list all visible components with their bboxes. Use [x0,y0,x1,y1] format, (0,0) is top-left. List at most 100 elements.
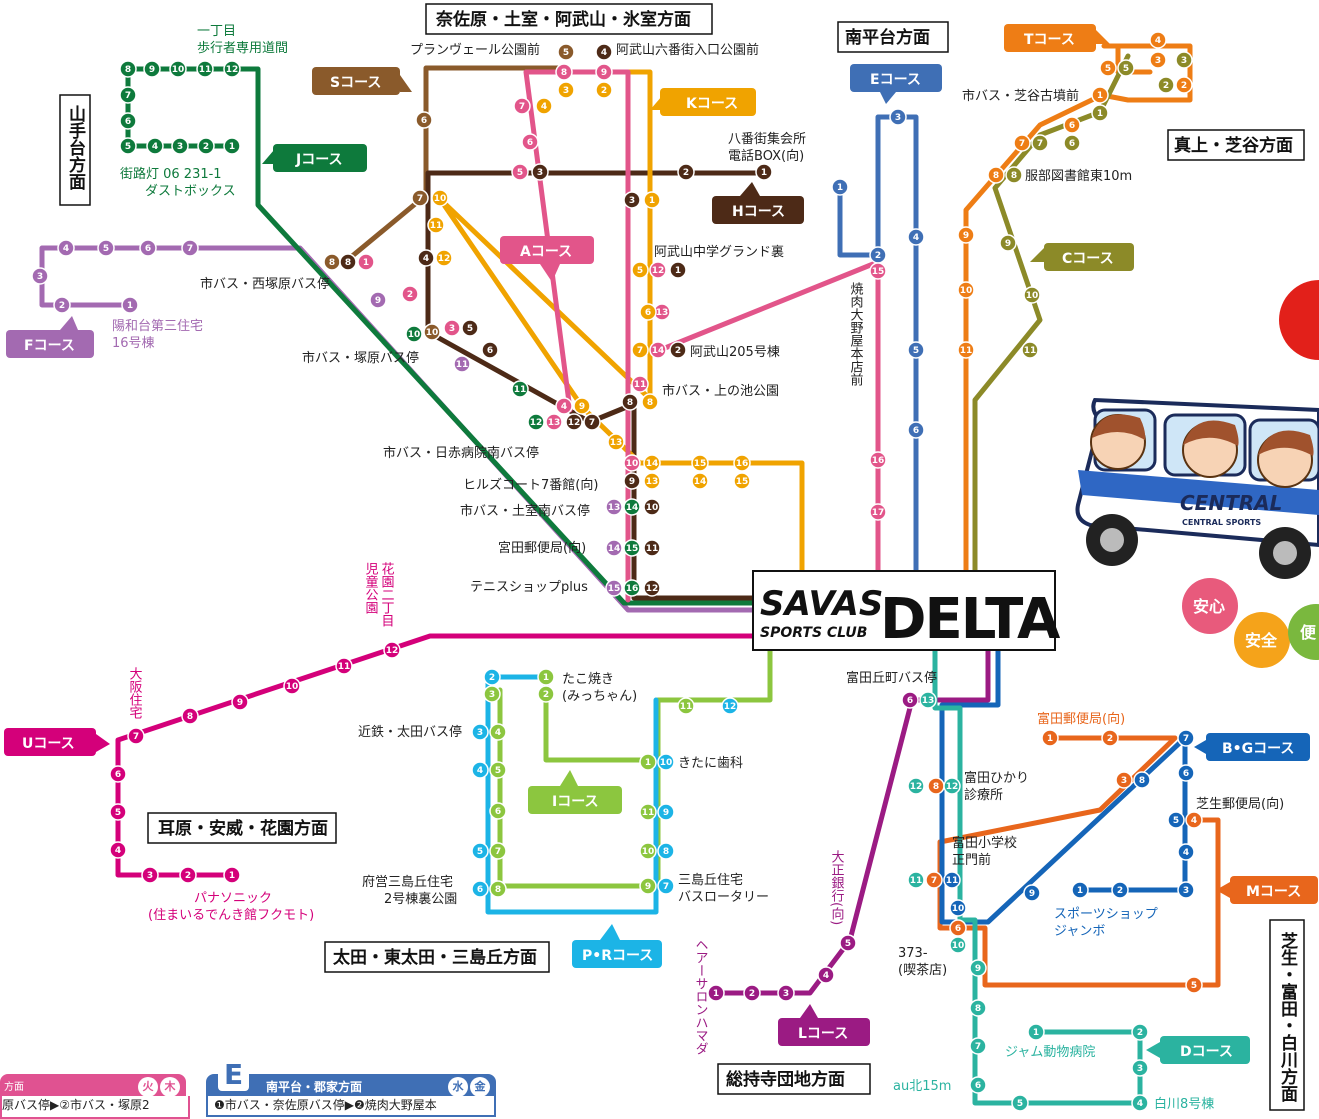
stop-number: 5 [845,939,851,949]
stop-number: 11 [960,346,973,356]
tag-U: Uコース [4,728,110,756]
stop-number: 7 [931,876,937,886]
stop-number: 2 [601,86,607,96]
stop-number: 3 [1155,56,1161,66]
svg-text:Kコース: Kコース [686,96,738,112]
stop-number: 1 [363,258,369,268]
svg-text:大正銀行(向): 大正銀行(向) [829,850,845,925]
stop-number: 5 [115,808,121,818]
stop-number: 6 [907,696,913,706]
stop-number: 2 [675,346,681,356]
stop-number: 9 [645,882,651,892]
stop-number: 8 [561,68,567,78]
area-ota: 太田・東太田・三島丘方面 [333,947,537,968]
stop-number: 9 [1005,239,1011,249]
stop-number: 2 [543,690,549,700]
stop-number: 1 [229,142,235,152]
stop-number: 5 [1191,981,1197,991]
stop-number: 7 [1183,734,1189,744]
stop-number: 11 [646,544,659,554]
svg-text:P•Rコース: P•Rコース [582,948,653,964]
stop-number: 14 [626,503,639,513]
stop-number: 13 [646,477,659,487]
stop-number: 7 [417,194,423,204]
stop-number: 10 [952,904,965,914]
stop-number: 10 [426,328,439,338]
svg-text:府営三島丘住宅: 府営三島丘住宅 [362,875,453,890]
stop-number: 10 [1026,291,1039,301]
stop-number: 3 [477,728,483,738]
stop-number: 6 [115,770,121,780]
tag-L: Lコース [778,1004,870,1046]
day-fri: 金 [470,1077,490,1097]
area-kamiaku: 真上・芝谷方面 [1174,135,1293,156]
stop-number: 4 [601,48,607,58]
tag-J: Jコース [262,144,367,172]
stop-number: 5 [477,847,483,857]
stop-number: 4 [495,728,501,738]
stop-number: 1 [229,871,235,881]
route-A [526,72,878,600]
stop-number: 7 [589,418,595,428]
savas-delta-logo: SAVAS SPORTS CLUB DELTA [753,571,1061,652]
svg-text:プランヴェール公園前: プランヴェール公園前 [410,42,540,58]
stop-number: 3 [537,168,543,178]
stop-number: 8 [495,885,501,895]
stop-number: 10 [646,503,659,513]
tag-A: Aコース [500,236,594,282]
stop-number: 12 [646,584,659,594]
stop-number: 8 [1011,171,1017,181]
stop-number: 3 [783,989,789,999]
logo-sub: SPORTS CLUB [760,625,867,641]
stop-number: 9 [1029,889,1035,899]
day-thu: 木 [160,1077,180,1097]
stop-number: 7 [125,91,131,101]
badge-anshin: 安心 [1193,597,1225,616]
stop-number: 14 [646,459,659,469]
svg-text:富田丘町バス停: 富田丘町バス停 [846,670,937,686]
stop-number: 9 [601,68,607,78]
stop-number: 2 [59,301,65,311]
stop-number: 6 [145,244,151,254]
stop-number: 5 [637,266,643,276]
stop-number: 7 [1037,139,1043,149]
stop-number: 12 [438,254,451,264]
stop-number: 5 [103,244,109,254]
svg-text:Mコース: Mコース [1246,884,1301,900]
stop-number: 15 [872,267,885,277]
svg-text:市バス・日赤病院南バス停: 市バス・日赤病院南バス停 [383,445,539,461]
svg-text:Iコース: Iコース [552,794,599,810]
stop-number: 5 [1123,64,1129,74]
svg-text:B•Gコース: B•Gコース [1222,741,1294,757]
stop-number: 12 [226,65,239,75]
stop-number: 5 [467,324,473,334]
stop-number: 1 [713,989,719,999]
svg-text:Sコース: Sコース [330,75,381,91]
stop-number: 6 [913,426,919,436]
stop-number: 15 [626,544,639,554]
svg-text:近鉄・太田バス停: 近鉄・太田バス停 [358,724,462,740]
stop-number: 9 [237,698,243,708]
svg-text:大阪住宅: 大阪住宅 [127,667,143,719]
stop-number: 8 [647,398,653,408]
stop-number: 1 [1077,886,1083,896]
svg-text:焼肉大野屋本店前: 焼肉大野屋本店前 [848,282,864,386]
tag-M: Mコース [1216,876,1318,904]
stop-number: 11 [946,876,959,886]
svg-text:市バス・塚原バス停: 市バス・塚原バス停 [302,350,419,366]
svg-text:バスロータリー: バスロータリー [678,890,769,905]
stop-number: 11 [910,876,923,886]
stop-number: 6 [645,308,651,318]
svg-text:ジャンボ: ジャンボ [1054,924,1105,939]
stop-number: 8 [1139,776,1145,786]
tag-E: Eコース [850,64,942,104]
stop-number: 5 [495,766,501,776]
svg-text:市バス・西塚原バス停: 市バス・西塚原バス停 [200,276,330,292]
stop-number: 12 [568,418,581,428]
svg-text:診療所: 診療所 [964,787,1003,803]
svg-text:Jコース: Jコース [295,152,343,168]
svg-text:Tコース: Tコース [1024,32,1075,48]
svg-text:電話BOX(向): 電話BOX(向) [728,148,804,164]
stop-number: 7 [975,1042,981,1052]
